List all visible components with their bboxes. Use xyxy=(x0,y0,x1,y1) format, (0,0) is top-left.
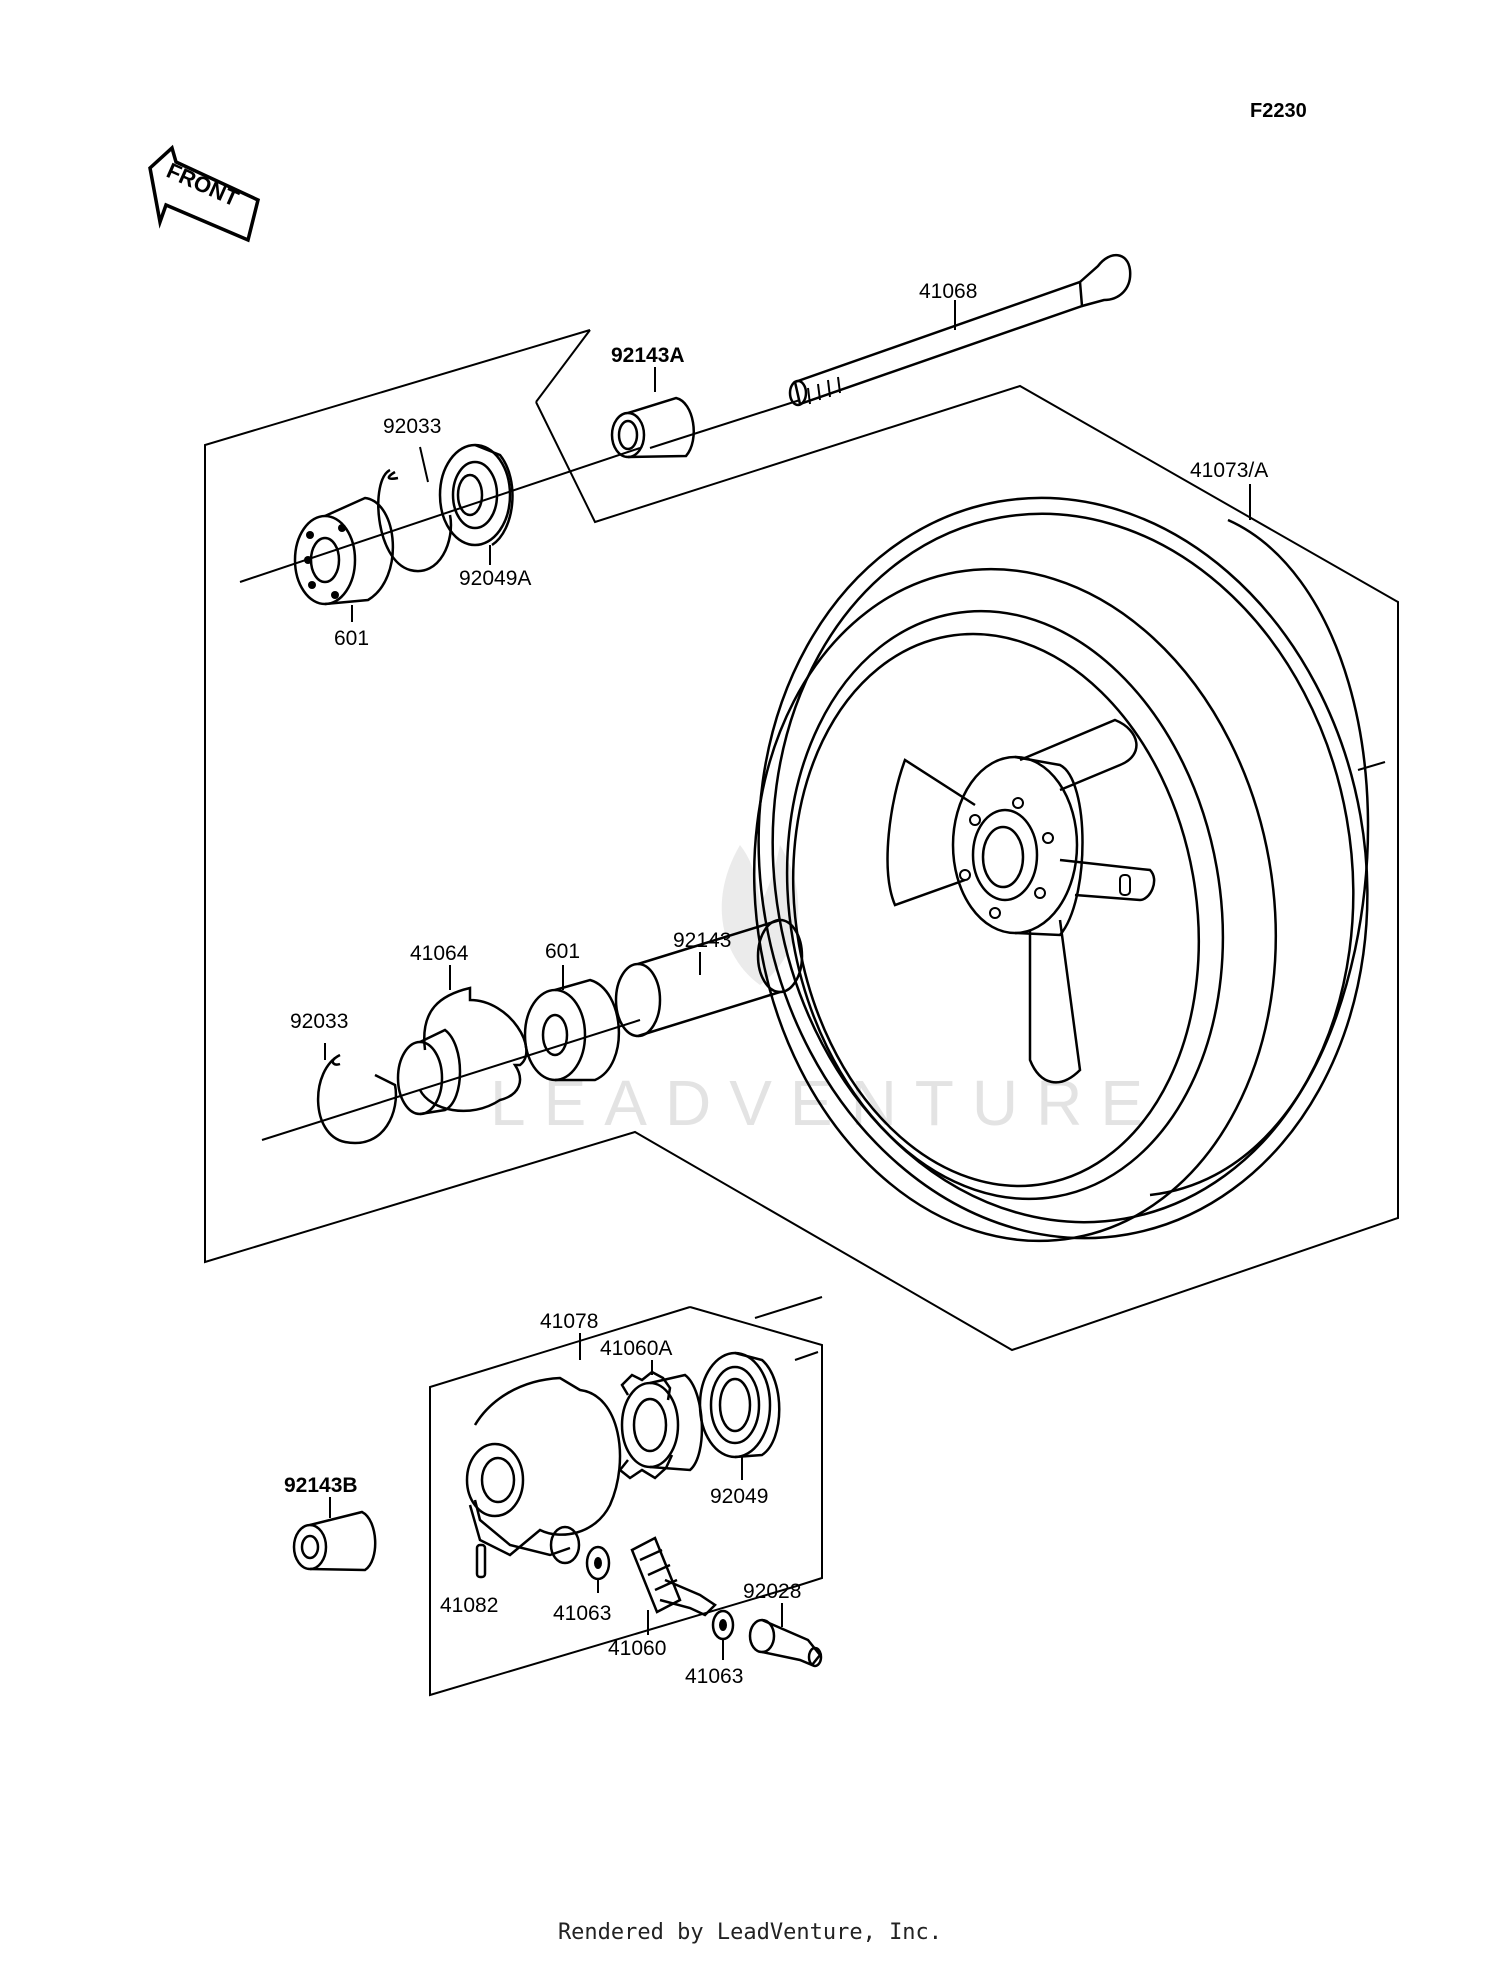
label-41068: 41068 xyxy=(919,280,977,303)
plate-41064 xyxy=(396,986,528,1116)
circlip-92033-mid xyxy=(316,1053,398,1145)
spacer-92143 xyxy=(614,918,804,1038)
collar-92143B xyxy=(292,1510,377,1572)
label-92033-top: 92033 xyxy=(383,415,441,438)
label-41063-b: 41063 xyxy=(685,1665,743,1688)
washer-41063-b xyxy=(711,1609,735,1641)
bushing-92028 xyxy=(748,1618,823,1668)
washer-41063-a xyxy=(585,1545,611,1581)
housing-41078 xyxy=(465,1376,622,1565)
label-601-top: 601 xyxy=(334,627,369,650)
label-41064: 41064 xyxy=(410,942,469,965)
seal-92049 xyxy=(698,1351,781,1459)
label-92028: 92028 xyxy=(743,1580,801,1603)
label-41078: 41078 xyxy=(540,1310,598,1333)
label-41060: 41060 xyxy=(608,1637,666,1660)
label-41082: 41082 xyxy=(440,1594,498,1617)
axle-41068 xyxy=(788,254,1132,407)
front-label: FRONT xyxy=(163,158,243,212)
pinion-41060 xyxy=(630,1536,717,1617)
wheel-41073A xyxy=(752,496,1370,1243)
label-41060A: 41060A xyxy=(600,1337,672,1360)
label-601-mid: 601 xyxy=(545,940,580,963)
label-41063-a: 41063 xyxy=(553,1602,611,1625)
lower-group-frame xyxy=(429,1296,823,1697)
label-92143B: 92143B xyxy=(284,1474,358,1497)
label-92143A: 92143A xyxy=(611,344,685,367)
circlip-92033-top xyxy=(377,468,453,573)
label-92049A: 92049A xyxy=(459,567,531,590)
diagram-code: F2230 xyxy=(1250,100,1307,122)
front-arrow-icon: FRONT xyxy=(148,144,261,243)
seal-92049A xyxy=(438,443,514,547)
bearing-601-top xyxy=(293,496,395,606)
label-92143: 92143 xyxy=(673,929,731,952)
pin-41082 xyxy=(475,1543,487,1579)
bearing-601-mid xyxy=(523,978,621,1082)
collar-92143A xyxy=(610,396,695,459)
label-92049: 92049 xyxy=(710,1485,768,1508)
axle-centerlines xyxy=(239,399,1386,1141)
gear-41060A xyxy=(618,1370,704,1480)
upper-group-frame xyxy=(204,329,1399,1352)
footer-credit: Rendered by LeadVenture, Inc. xyxy=(557,1920,943,1945)
label-41073A: 41073/A xyxy=(1190,459,1268,482)
watermark: LEADVENTURE xyxy=(490,845,1143,1139)
label-92033-mid: 92033 xyxy=(290,1010,348,1033)
